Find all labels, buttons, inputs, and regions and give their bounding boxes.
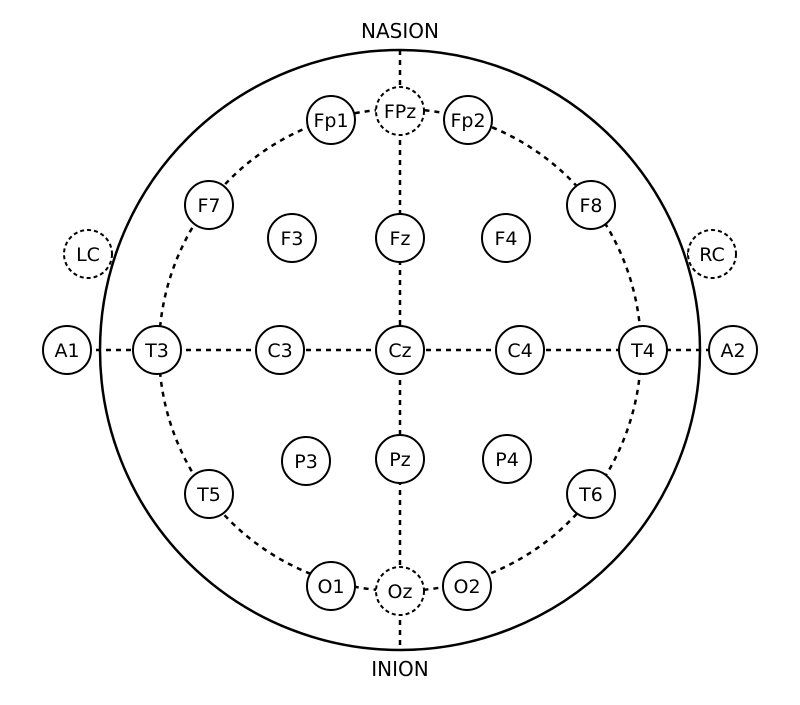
svg-text:LC: LC [76,244,100,266]
svg-text:Oz: Oz [388,581,413,603]
label-nasion: NASION [361,19,439,43]
electrode-f4: F4 [481,213,531,263]
svg-text:T5: T5 [196,484,221,506]
electrode-f3: F3 [267,213,317,263]
svg-text:A1: A1 [54,340,79,362]
label-inion: INION [371,657,428,681]
svg-text:O2: O2 [453,576,480,598]
svg-text:F3: F3 [280,228,303,250]
electrode-fz: Fz [375,213,425,263]
electrode-f7: F7 [184,180,234,230]
svg-text:Fp1: Fp1 [313,110,348,132]
svg-text:RC: RC [699,244,725,266]
electrode-o2: O2 [442,561,492,611]
electrode-oz: Oz [375,566,425,616]
svg-text:FPz: FPz [384,101,416,123]
electrode-p4: P4 [482,434,532,484]
svg-text:T4: T4 [630,340,655,362]
svg-text:C3: C3 [267,340,292,362]
electrode-t6: T6 [566,469,616,519]
electrode-o1: O1 [306,561,356,611]
svg-text:T3: T3 [144,340,169,362]
svg-text:P3: P3 [294,451,318,473]
svg-text:Fp2: Fp2 [450,110,485,132]
electrode-c3: C3 [255,325,305,375]
electrode-pz: Pz [375,434,425,484]
svg-text:C4: C4 [507,340,532,362]
electrode-t4: T4 [618,325,668,375]
svg-text:T6: T6 [578,484,603,506]
electrode-fp2: Fp2 [443,95,493,145]
electrode-lc: LC [63,229,113,279]
electrode-t3: T3 [132,325,182,375]
electrode-p3: P3 [281,436,331,486]
svg-text:Cz: Cz [388,340,411,362]
svg-text:F8: F8 [579,195,602,217]
svg-text:Fz: Fz [390,228,411,250]
svg-text:O1: O1 [317,576,344,598]
electrode-fp1: Fp1 [306,95,356,145]
svg-text:P4: P4 [495,449,519,471]
svg-text:A2: A2 [720,340,745,362]
electrode-t5: T5 [184,469,234,519]
electrode-c4: C4 [495,325,545,375]
electrode-a1: A1 [42,325,92,375]
svg-text:F7: F7 [197,195,220,217]
electrode-f8: F8 [566,180,616,230]
svg-text:Pz: Pz [389,449,410,471]
electrode-cz: Cz [375,325,425,375]
svg-text:F4: F4 [494,228,517,250]
electrode-a2: A2 [708,325,758,375]
electrode-fpz: FPz [375,86,425,136]
electrode-rc: RC [687,229,737,279]
